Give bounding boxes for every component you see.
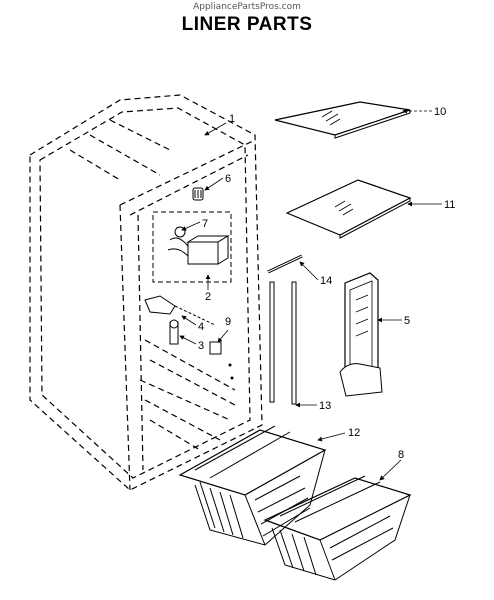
- page-title: LINER PARTS: [181, 14, 313, 35]
- callout-14: 14: [320, 275, 332, 287]
- part-11-glass-shelf: [285, 179, 412, 239]
- callout-5: 5: [404, 315, 410, 327]
- liner-cabinet: [29, 94, 263, 491]
- callout-8: 8: [398, 449, 404, 461]
- callout-2: 2: [205, 291, 211, 303]
- callout-6: 6: [225, 173, 231, 185]
- part-8-wire-basket: [263, 475, 412, 581]
- callout-13: 13: [319, 400, 331, 412]
- part-5-air-duct: [339, 272, 383, 397]
- callout-11: 11: [444, 199, 455, 211]
- part-10-glass-shelf: [274, 101, 411, 139]
- callout-4: 4: [198, 321, 204, 333]
- part-6-cap: [192, 187, 204, 201]
- part-3-sensor: [169, 319, 179, 345]
- callout-7: 7: [202, 218, 208, 230]
- callout-12: 12: [348, 427, 360, 439]
- callout-leaders: [179, 108, 442, 481]
- callout-1: 1: [229, 113, 235, 125]
- watermark-text: AppliancePartsPros.com: [193, 2, 301, 12]
- callout-10: 10: [434, 106, 446, 118]
- part-14-rail: [267, 254, 303, 274]
- part-13-rails: [269, 281, 297, 405]
- callout-9: 9: [225, 316, 231, 328]
- part-12-wire-basket: [178, 425, 327, 546]
- part-9-label: [209, 341, 234, 380]
- callout-3: 3: [198, 340, 204, 352]
- control-box-outline: [152, 211, 232, 283]
- part-4-thermostat: [144, 295, 216, 326]
